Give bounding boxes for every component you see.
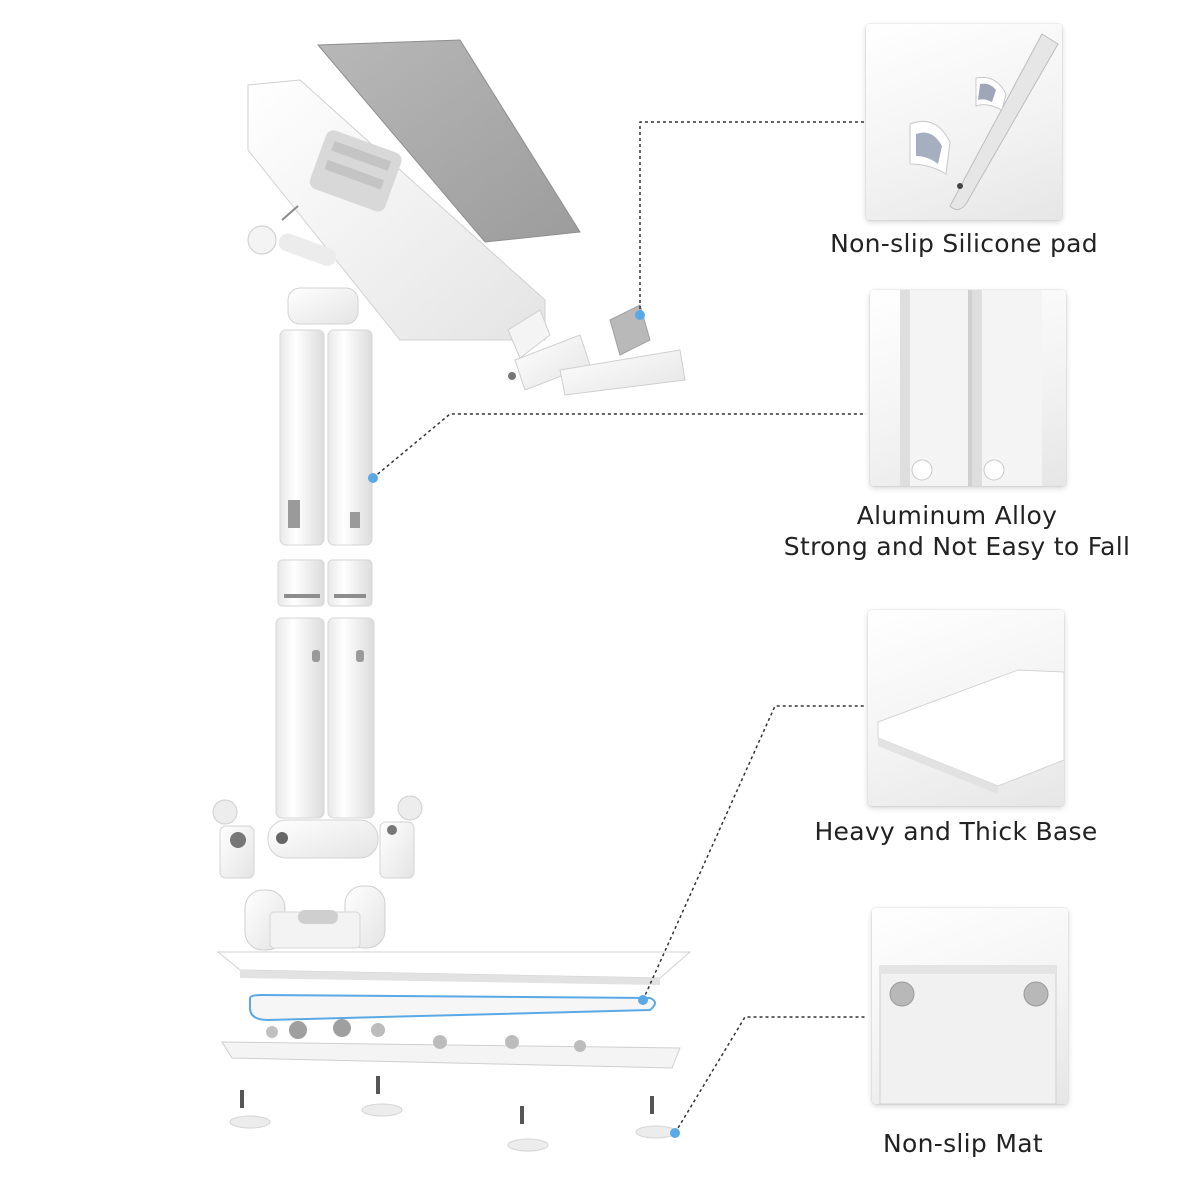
caption-aluminum-alloy: Aluminum Alloy Strong and Not Easy to Fa… (772, 500, 1142, 562)
caption-thick-base: Heavy and Thick Base (806, 816, 1106, 847)
callout-dot-silicone-pad (635, 310, 645, 320)
caption-non-slip-mat: Non-slip Mat (860, 1128, 1066, 1159)
leader-line-aluminum (372, 413, 866, 479)
caption-aluminum-line-1: Aluminum Alloy (856, 501, 1058, 530)
callout-dot-base (638, 995, 648, 1005)
screws-and-feet (229, 1076, 677, 1152)
bottom-lips (507, 304, 686, 396)
adjust-knob (247, 205, 337, 266)
holder-plate (247, 79, 546, 341)
upper-arm (279, 287, 373, 546)
silicone-mat-part (249, 993, 656, 1022)
caption-silicone-pad-text: Non-slip Silicone pad (830, 229, 1098, 258)
silicone-pad-part (316, 39, 581, 243)
thumbnail-aluminum-alloy (870, 290, 1066, 486)
caption-aluminum-line-2: Strong and Not Easy to Fall (783, 532, 1131, 561)
leader-lines (372, 121, 866, 1134)
caption-silicone-pad: Non-slip Silicone pad (806, 228, 1122, 259)
callout-dot-aluminum (368, 473, 378, 483)
thumbnail-silicone-pad (866, 24, 1062, 220)
base-plate (216, 951, 692, 985)
middle-joint (277, 559, 373, 607)
base-bracket (244, 885, 386, 951)
leader-line-silicone-pad (639, 121, 866, 315)
hinge-parts (212, 795, 423, 879)
lower-arm (275, 617, 375, 819)
caption-thick-base-text: Heavy and Thick Base (814, 817, 1098, 846)
thumbnail-non-slip-mat (872, 908, 1068, 1104)
callout-dot-mat (670, 1128, 680, 1138)
leader-line-mat (674, 1016, 866, 1134)
bottom-cover (221, 1019, 681, 1069)
callout-dots (368, 310, 680, 1138)
caption-non-slip-mat-text: Non-slip Mat (883, 1129, 1043, 1158)
thumbnail-thick-base (868, 610, 1064, 806)
